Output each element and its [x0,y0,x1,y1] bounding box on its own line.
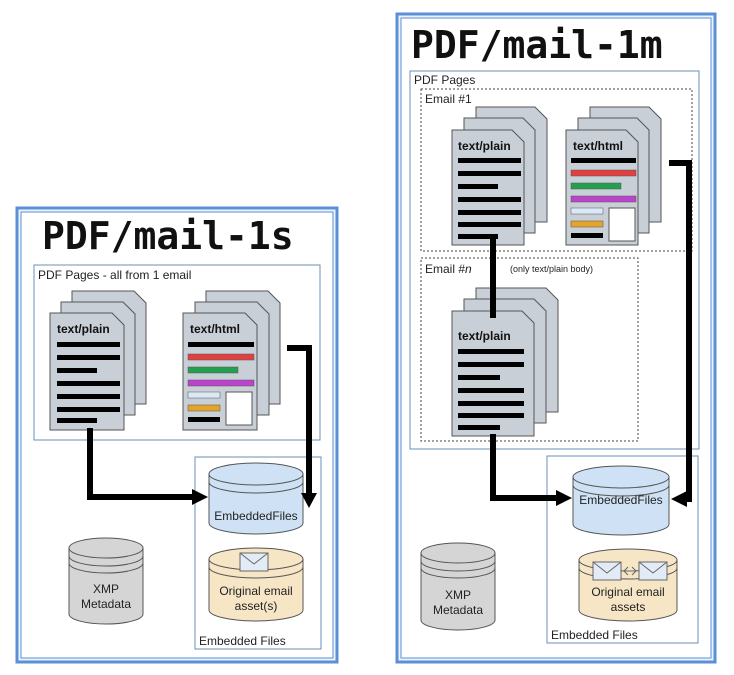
envelope-icon [592,561,622,581]
doc-stack-text-html [182,290,281,431]
arrow-plain-to-embedded-1m [490,434,572,506]
embedded-files-cylinder [208,462,304,535]
panel-title: PDF/mail-1s [42,214,294,258]
email-n-box [420,257,639,442]
embedded-files-cylinder-1m [572,465,670,536]
doc-stack-text-plain-email1 [451,106,548,246]
pdf-pages-label: PDF Pages - all from 1 email [38,268,192,282]
arrow-plain-to-embedded [87,428,208,505]
email-n-label: Email #n [425,262,472,276]
doc-title-plain: text/plain [57,322,110,336]
embedded-files-label-1m: EmbeddedFiles [579,493,663,507]
doc-stack-text-plain-emailn [451,287,559,437]
xmp-metadata-cylinder [68,537,144,625]
panel-title-1m: PDF/mail-1m [411,23,663,67]
arrow-html-to-embedded [287,345,317,508]
doc-stack-text-html-email1 [565,106,662,246]
pdf-pages-label-1m: PDF Pages [414,73,476,87]
doc-title-plain-email1: text/plain [458,139,511,153]
embedded-files-label: EmbeddedFiles [214,509,298,523]
xmp-metadata-label: XMP Metadata [80,582,132,611]
doc-title-html: text/html [190,322,241,336]
email-1-label: Email #1 [425,92,472,106]
arrow-html-to-embedded-1m [669,160,692,507]
email-n-note: (only text/plain body) [510,264,594,274]
envelope-icon [638,561,668,581]
doc-title-plain-emailn: text/plain [458,329,511,343]
xmp-metadata-label-1m: XMP Metadata [432,588,484,617]
double-arrow-icon [623,566,637,576]
doc-title-html-email1: text/html [573,139,624,153]
embedded-files-section-label: Embedded Files [199,634,286,648]
embedded-files-section-label-1m: Embedded Files [551,628,638,642]
original-email-label-1m: Original email assets [591,585,665,614]
envelope-icon [239,552,269,572]
doc-stack-text-plain [49,290,147,431]
original-email-label: Original email asset(s) [219,584,293,613]
xmp-metadata-cylinder-1m [420,542,496,631]
